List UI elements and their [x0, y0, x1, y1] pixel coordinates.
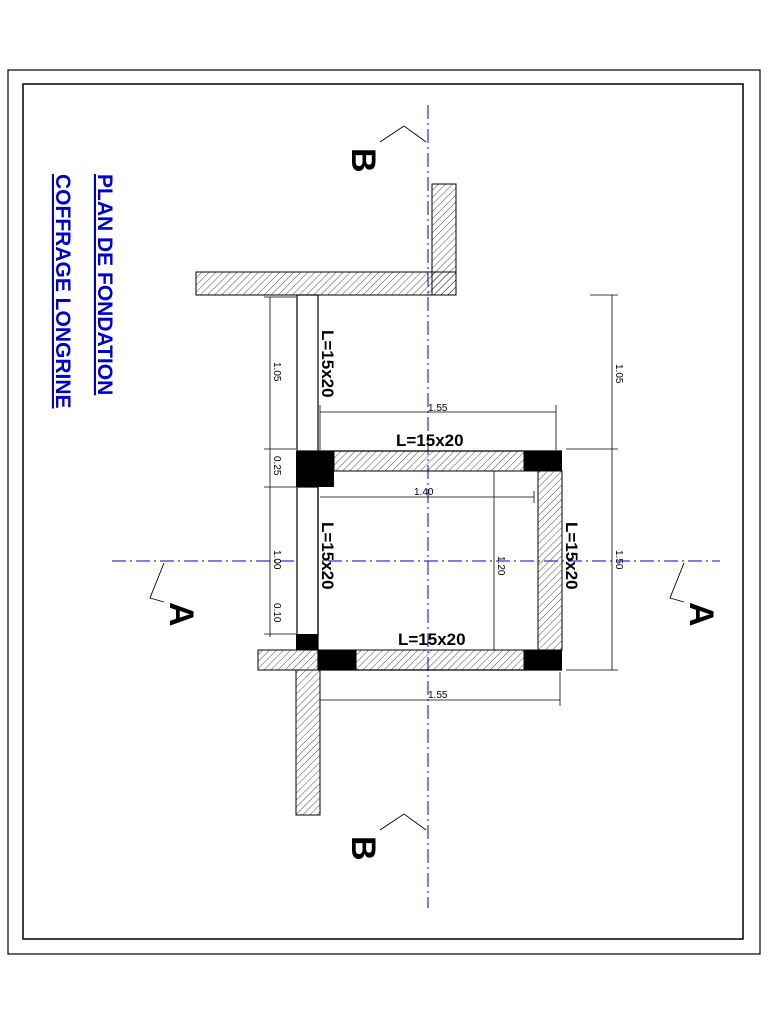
outer-frame [7, 69, 761, 955]
section-marker-b-bottom: B [344, 813, 427, 861]
section-b-bottom-letter: B [344, 836, 382, 861]
section-a-right-letter: A [682, 602, 720, 627]
beam-top [333, 450, 525, 472]
columns [296, 451, 562, 670]
frame-beams [317, 450, 563, 671]
column-top-right [524, 451, 562, 471]
dimension-lines [264, 294, 618, 706]
dim-right-upper: 1.05 [613, 364, 624, 384]
dim-right-lower: 1.50 [613, 550, 624, 570]
column-bottom-right [524, 650, 562, 670]
beam-labels: L=15x20 L=15x20 L=15x20 L=15x20 L=15x20 [318, 330, 581, 649]
title-line-1: PLAN DE FONDATION [93, 174, 116, 395]
section-marker-a-right: A [669, 562, 720, 627]
dim-left-2: 0.25 [271, 456, 282, 476]
hatched-wall-top [195, 183, 457, 296]
dim-bottom-width: 1.55 [428, 690, 448, 701]
column-top-left [296, 451, 334, 487]
hatched-wall-bottom [257, 649, 321, 816]
beam-label-right: L=15x20 [562, 522, 581, 590]
beam-label-left-upper: L=15x20 [318, 330, 337, 398]
left-longrine [296, 294, 319, 636]
column-mid-left [296, 634, 318, 650]
beam-right [537, 470, 563, 651]
inner-frame [22, 83, 744, 940]
dim-left-3: 1.00 [271, 550, 282, 570]
beam-label-left-lower: L=15x20 [318, 522, 337, 590]
dim-top-width: 1.55 [428, 403, 448, 414]
column-bottom-left [318, 650, 356, 670]
dim-inner-width: 1.40 [414, 487, 434, 498]
beam-label-bottom: L=15x20 [398, 630, 466, 649]
title-line-2: COFFRAGE LONGRINE [51, 174, 74, 409]
dim-left-1: 1.05 [271, 362, 282, 382]
beam-bottom [355, 649, 525, 671]
dim-inner-height: 1.20 [495, 556, 506, 576]
section-marker-b-top: B [344, 125, 427, 173]
section-marker-a-left: A [149, 562, 200, 627]
dim-left-4: 0.10 [271, 603, 282, 623]
section-b-top-letter: B [344, 148, 382, 173]
title-block: PLAN DE FONDATION COFFRAGE LONGRINE [51, 174, 116, 409]
beam-label-top: L=15x20 [396, 431, 464, 450]
section-a-left-letter: A [162, 602, 200, 627]
dimension-labels: 1.55 1.40 1.55 1.05 0.25 1.00 0.10 1.20 … [271, 362, 624, 701]
